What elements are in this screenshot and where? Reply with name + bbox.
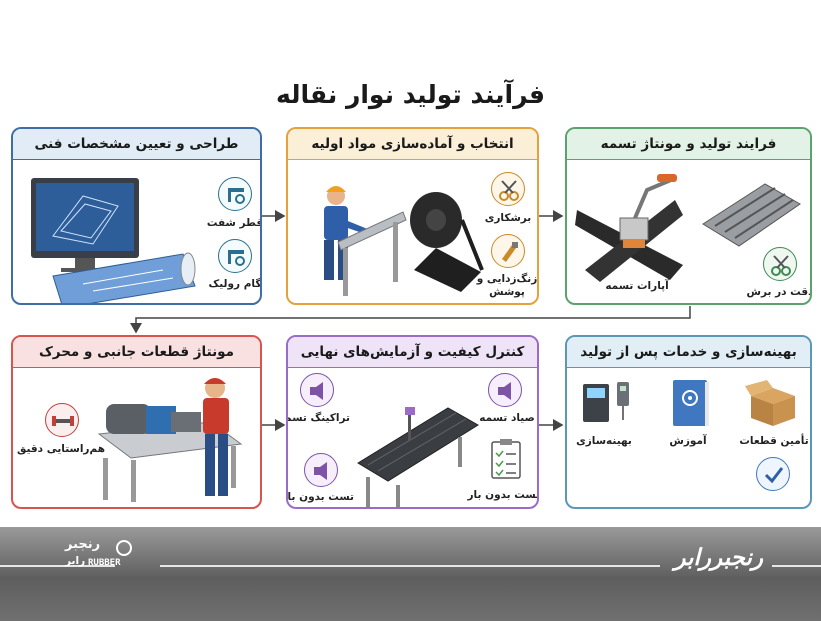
- page-title: فرآیند تولید نوار نقاله: [275, 80, 546, 109]
- label-cutting-precision: دقت در برش: [746, 286, 812, 298]
- step-materials-card: انتخاب و آماده‌سازی مواد اولیه: [286, 127, 539, 305]
- worker-illustration: [324, 186, 407, 296]
- label-cutting: برشکاری: [484, 212, 532, 224]
- step-title: بهینه‌سازی و خدمات پس از تولید: [567, 337, 810, 368]
- brush-icon: [491, 234, 525, 268]
- logo-text-fa-2: رابر: [65, 555, 86, 567]
- footer-line-left: [0, 565, 115, 567]
- label-rust-removal: زنگ‌زدایی و پوشش: [476, 273, 538, 298]
- step-design-card: طراحی و تعیین مشخصات فنی قطر شفت گام رول…: [11, 127, 262, 305]
- label-optimization: بهینه‌سازی: [576, 435, 632, 447]
- footer-line-far-right: [772, 565, 821, 567]
- dumbbell-icon: [45, 403, 79, 437]
- drive-icon: [583, 382, 629, 422]
- scissors-icon: [491, 172, 525, 206]
- label-no-load-test-2: تست بدون بار: [467, 489, 539, 501]
- book-icon: [673, 380, 709, 426]
- speaker-icon: [300, 373, 334, 407]
- caliper-icon: [218, 239, 252, 273]
- belt-splice-illustration: [575, 174, 683, 282]
- label-shaft-diameter: قطر شفت: [206, 217, 262, 229]
- motor-assembly-illustration: [97, 378, 243, 502]
- arrow-3-4: [130, 306, 691, 334]
- conveyor-illustration: [357, 407, 479, 507]
- check-icon: [756, 457, 790, 491]
- label-belt-sound: صیاد تسمه: [479, 412, 535, 424]
- step-drive-assembly-card: مونتاژ قطعات جانبی و محرک هم‌راستایی دقی…: [11, 335, 262, 509]
- label-no-load-test: تست بدون بار: [286, 491, 354, 503]
- step-title: کنترل کیفیت و آزمایش‌های نهایی: [288, 337, 537, 368]
- speaker-icon: [488, 373, 522, 407]
- boxes-icon: [745, 380, 795, 426]
- caliper-icon: [218, 177, 252, 211]
- modular-belt-illustration: [702, 183, 801, 247]
- step-service-card: بهینه‌سازی و خدمات پس از تولید بهینه‌ساز…: [565, 335, 812, 509]
- label-belt-tracking: تراکینگ تسمه: [288, 412, 350, 424]
- label-parts-supply: تأمین قطعات: [739, 435, 809, 447]
- step-title: انتخاب و آماده‌سازی مواد اولیه: [288, 129, 537, 160]
- checklist-icon: [491, 439, 521, 479]
- step-quality-card: کنترل کیفیت و آزمایش‌های نهایی تراکینگ ت…: [286, 335, 539, 509]
- step-title: فرایند تولید و مونتاژ تسمه: [567, 129, 810, 160]
- label-training: آموزش: [669, 435, 707, 447]
- logo-text-fa: رنجبر: [65, 537, 101, 552]
- logo-mark-icon: [116, 540, 132, 556]
- scissors-icon: [763, 247, 797, 281]
- footer-line-right: [160, 565, 660, 567]
- label-precise-alignment: هم‌راستایی دقیق: [17, 443, 105, 455]
- footer-brand[interactable]: رنجبررابر: [674, 545, 763, 571]
- label-belt-apparatus: آپارات تسمه: [605, 280, 669, 292]
- cad-monitor-illustration: [31, 178, 196, 303]
- step-assembly-card: فرایند تولید و مونتاژ تسمه آپارات تسمه د…: [565, 127, 812, 305]
- logo-text-en: RUBBER: [88, 558, 121, 568]
- rubber-roll-illustration: [410, 192, 484, 292]
- label-roller-pitch: گام رولیک: [208, 278, 262, 290]
- speaker-icon: [304, 453, 338, 487]
- footer-banner: رنجبر رابر RUBBER رنجبررابر: [0, 527, 821, 621]
- step-title: مونتاژ قطعات جانبی و محرک: [13, 337, 260, 368]
- step-title: طراحی و تعیین مشخصات فنی: [13, 129, 260, 160]
